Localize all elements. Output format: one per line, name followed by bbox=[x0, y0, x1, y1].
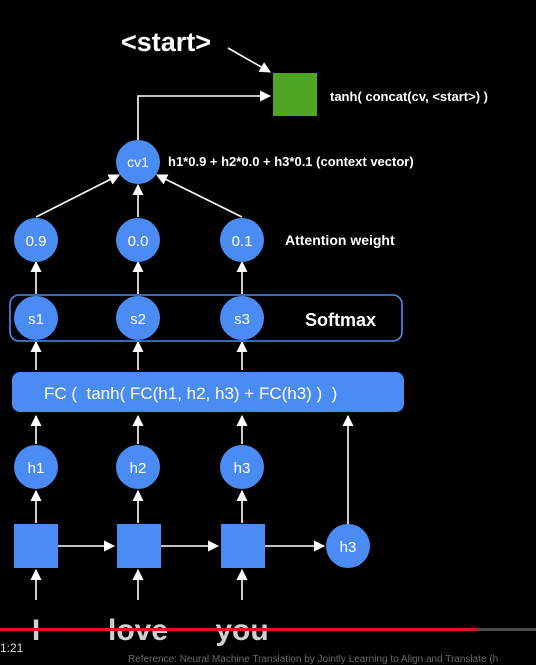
softmax-label: Softmax bbox=[305, 310, 376, 330]
output-box bbox=[273, 73, 317, 116]
score-node-2 bbox=[116, 296, 160, 340]
score-label-1: s1 bbox=[28, 311, 44, 328]
weight-label-2: 0.0 bbox=[128, 233, 149, 250]
fc-block bbox=[12, 372, 404, 412]
context-annotation: h1*0.9 + h2*0.0 + h3*0.1 (context vector… bbox=[168, 154, 414, 169]
hidden-node-2 bbox=[116, 445, 160, 489]
reference-text: Reference: Neural Machine Translation by… bbox=[128, 654, 499, 665]
last-hidden-label: h3 bbox=[340, 539, 357, 556]
hidden-node-1 bbox=[14, 445, 58, 489]
hidden-label-1: h1 bbox=[28, 460, 45, 477]
weight-node-1 bbox=[14, 218, 58, 262]
video-progress-fill bbox=[0, 628, 478, 631]
output-annotation: tanh( concat(cv, <start>) ) bbox=[330, 89, 488, 104]
weight-label-3: 0.1 bbox=[232, 233, 253, 250]
score-label-2: s2 bbox=[130, 311, 146, 328]
attention-weight-nodes: 0.9 0.0 0.1 bbox=[14, 218, 264, 262]
context-node-label: cv1 bbox=[127, 154, 149, 170]
hidden-label-2: h2 bbox=[130, 460, 147, 477]
score-label-3: s3 bbox=[234, 311, 250, 328]
fc-label: FC ( tanh( FC(h1, h2, h3) + FC(h3) ) ) bbox=[44, 384, 337, 403]
softmax-box bbox=[9, 294, 403, 342]
start-token-label: <start> bbox=[121, 27, 211, 57]
video-progress-bar[interactable] bbox=[0, 628, 536, 631]
hidden-label-3: h3 bbox=[234, 460, 251, 477]
arrows bbox=[30, 47, 354, 600]
encoder-box-2 bbox=[117, 524, 161, 568]
context-vector-node bbox=[116, 140, 160, 184]
video-timestamp: 1:21 bbox=[0, 641, 24, 655]
score-node-3 bbox=[220, 296, 264, 340]
last-hidden-node bbox=[326, 524, 370, 568]
hidden-node-3 bbox=[220, 445, 264, 489]
encoder-box-1 bbox=[14, 524, 58, 568]
weight-node-3 bbox=[220, 218, 264, 262]
weight-label-1: 0.9 bbox=[26, 233, 47, 250]
score-node-1 bbox=[14, 296, 58, 340]
weights-annotation: Attention weight bbox=[285, 232, 395, 248]
weight-node-2 bbox=[116, 218, 160, 262]
encoder-box-3 bbox=[221, 524, 265, 568]
